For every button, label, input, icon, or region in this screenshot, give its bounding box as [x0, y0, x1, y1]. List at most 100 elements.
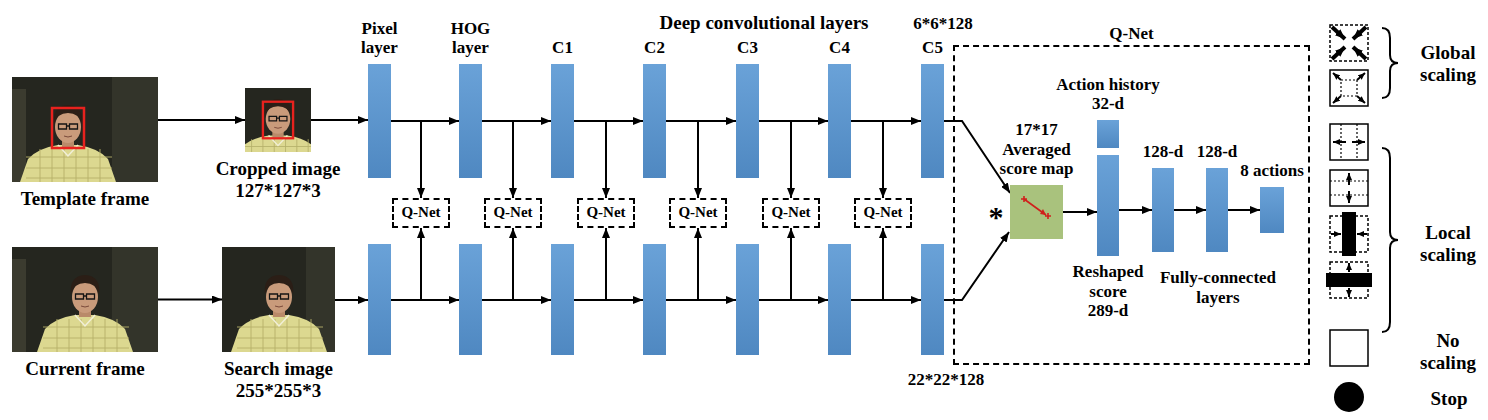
arrow	[666, 299, 736, 301]
feature-layer-bar: 128-d	[1206, 168, 1228, 252]
arrow-connector	[851, 121, 883, 198]
local-scaling-icon	[1326, 262, 1372, 298]
icon-arrow	[1348, 173, 1350, 185]
icon-arrow	[1332, 27, 1345, 39]
icon-frame	[1330, 170, 1368, 206]
video-frame: Current frame	[12, 247, 158, 352]
label-holder: 22*22*128	[796, 370, 1096, 390]
label-holder: *	[846, 200, 1146, 235]
arrow-connector	[391, 121, 421, 198]
photo-illustration	[222, 247, 335, 352]
arrow-connector	[574, 121, 606, 198]
feature-layer-bar	[828, 244, 851, 355]
node-label: Q-Net	[678, 204, 717, 221]
arrow	[605, 228, 607, 300]
node-label: Pixel layer	[355, 19, 405, 58]
stop-icon	[1334, 382, 1364, 412]
feature-layer-bar: Action history32-d	[1097, 120, 1119, 148]
node-label: C4	[829, 38, 850, 58]
feature-layer-bar	[551, 244, 574, 355]
feature-layer-bar	[459, 244, 482, 355]
arrow-connector	[1228, 209, 1260, 211]
icon-arrow	[1333, 96, 1341, 103]
arrow-connector	[482, 121, 513, 198]
arrow	[391, 299, 459, 301]
label-group: Q-Net	[579, 200, 633, 226]
global-scaling-icon	[1330, 25, 1368, 61]
legend-entry: Local scaling	[1388, 222, 1488, 266]
label-group: 17*17Averaged score map	[887, 120, 1187, 179]
feature-layer-bar: 128-d	[1152, 168, 1174, 252]
icon-bar	[1342, 212, 1356, 256]
label-group: Q-Net	[982, 24, 1282, 44]
label-group: Q-Net	[394, 200, 448, 226]
score-map: 17*17Averaged score map	[1010, 185, 1063, 239]
icon-arrow	[1353, 47, 1366, 59]
icon-frame	[1330, 25, 1368, 61]
icon-arrow	[1348, 191, 1350, 203]
arrow-connector	[1174, 209, 1206, 211]
feature-layer-bar	[368, 244, 391, 355]
node-label: 128-d	[1197, 142, 1238, 162]
node-label: Q-Net	[1109, 24, 1153, 44]
label-group: C2	[505, 38, 805, 58]
node-label: Template frame	[21, 188, 150, 210]
feature-layer-bar: C4	[828, 64, 851, 178]
local-scaling-icon	[1330, 212, 1368, 256]
label-group: Action history32-d	[958, 75, 1258, 114]
icon-arrow	[1348, 288, 1350, 297]
icon-inner-frame	[1341, 80, 1357, 96]
brace	[1382, 28, 1398, 98]
node-label: 17*17	[1015, 120, 1058, 140]
q-net-region: 17*17Averaged score map Action history32-…	[953, 45, 1310, 365]
node-label: C3	[737, 38, 758, 58]
q-net-box: Q-Net	[854, 198, 912, 228]
icon-frame	[1330, 70, 1368, 106]
arrow	[335, 299, 368, 301]
icon-arrow	[1333, 73, 1341, 80]
node-label: C2	[644, 38, 665, 58]
arrow-connector	[158, 119, 245, 121]
label-group: HOG layer	[321, 19, 621, 58]
feature-layer-bar	[921, 244, 944, 355]
q-net-box: Q-Net	[392, 198, 450, 228]
label-group: Q-Net	[856, 200, 910, 226]
no-scaling-icon	[1330, 330, 1368, 366]
label-group: Template frame	[0, 188, 235, 210]
label-group: 128-d	[1013, 142, 1313, 162]
icon-arrow	[1357, 73, 1365, 80]
feature-layer-bar: Pixel layer	[368, 64, 391, 178]
q-net-box: Q-Net	[484, 198, 542, 228]
node-label: Q-Net	[401, 204, 440, 221]
annotation-label: Fully-connected layers	[1153, 268, 1283, 307]
label-group: Q-Net	[486, 200, 540, 226]
arrow	[759, 299, 828, 301]
q-net-box: Q-Net	[577, 198, 635, 228]
arrow-connector	[158, 299, 222, 301]
local-scaling-icon	[1330, 124, 1368, 160]
arrow	[420, 228, 422, 300]
arrow	[512, 228, 514, 300]
arrow	[482, 299, 551, 301]
arrow	[790, 228, 792, 300]
annotation-label: *	[989, 200, 1004, 235]
node-label: 8 actions	[1240, 161, 1304, 181]
icon-arrow	[1331, 233, 1341, 235]
icon-arrow	[1332, 47, 1345, 59]
feature-layer-bar: C5	[921, 64, 944, 178]
brace	[1382, 148, 1398, 332]
annotation-label: Deep convolutional layers	[660, 12, 869, 34]
annotation-label: 22*22*128	[908, 370, 985, 390]
video-frame: Search image255*255*3	[222, 247, 335, 352]
node-label: Q-Net	[863, 204, 902, 221]
node-label: 255*255*3	[236, 380, 322, 402]
search-branch-arrows	[335, 228, 1009, 300]
label-group: C5	[783, 38, 1083, 58]
node-label: Cropped image	[216, 158, 341, 180]
legend-entry: Global scaling	[1388, 42, 1488, 86]
label-holder: Deep convolutional layers	[614, 12, 914, 34]
arrow	[574, 299, 643, 301]
icon-arrow	[1357, 96, 1365, 103]
icon-arrow	[1348, 263, 1350, 272]
